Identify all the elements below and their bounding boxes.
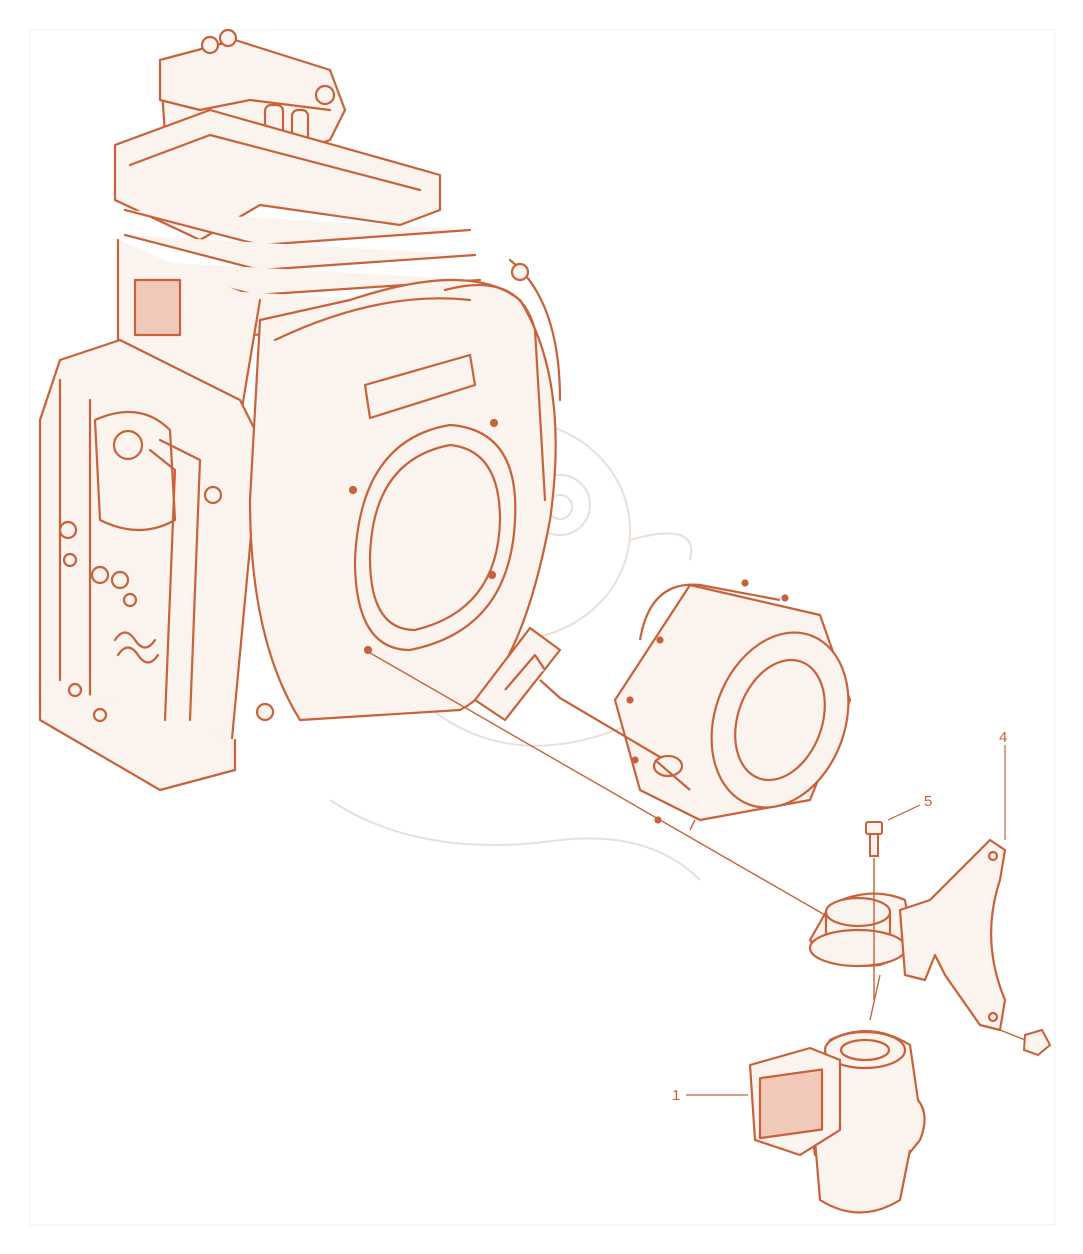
callout-4-label: 4: [999, 729, 1007, 746]
air-cleaner: [748, 1030, 926, 1214]
callout-1-label: 1: [672, 1087, 680, 1104]
clamp-handle: [473, 626, 691, 791]
bolt: [865, 821, 883, 857]
callout-lines: [686, 745, 1006, 1096]
callout-5-label: 5: [924, 793, 932, 810]
nut: [1022, 1028, 1052, 1057]
bracket: [898, 838, 1007, 1032]
engine-assembly: [38, 28, 562, 792]
assembly-lines: [364, 649, 1026, 1041]
pipe-adapter: [808, 892, 912, 968]
